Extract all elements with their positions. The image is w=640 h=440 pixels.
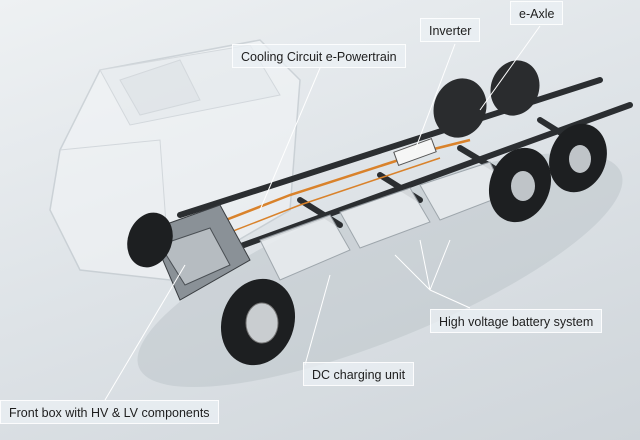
label-cooling-circuit: Cooling Circuit e-Powertrain: [232, 44, 406, 68]
front-box: [149, 204, 251, 301]
label-dc-charging: DC charging unit: [303, 362, 415, 386]
inverter-box: [393, 137, 437, 167]
cooling-pipe-2: [209, 157, 441, 241]
label-battery-system: High voltage battery system: [430, 309, 603, 333]
label-e-axle: e-Axle: [510, 1, 564, 25]
label-front-box: Front box with HV & LV components: [0, 400, 219, 424]
cooling-pipe: [199, 138, 471, 232]
wheels: [127, 60, 607, 366]
label-inverter: Inverter: [420, 18, 481, 42]
battery-packs: [259, 161, 506, 281]
leader-lines: [104, 25, 541, 401]
